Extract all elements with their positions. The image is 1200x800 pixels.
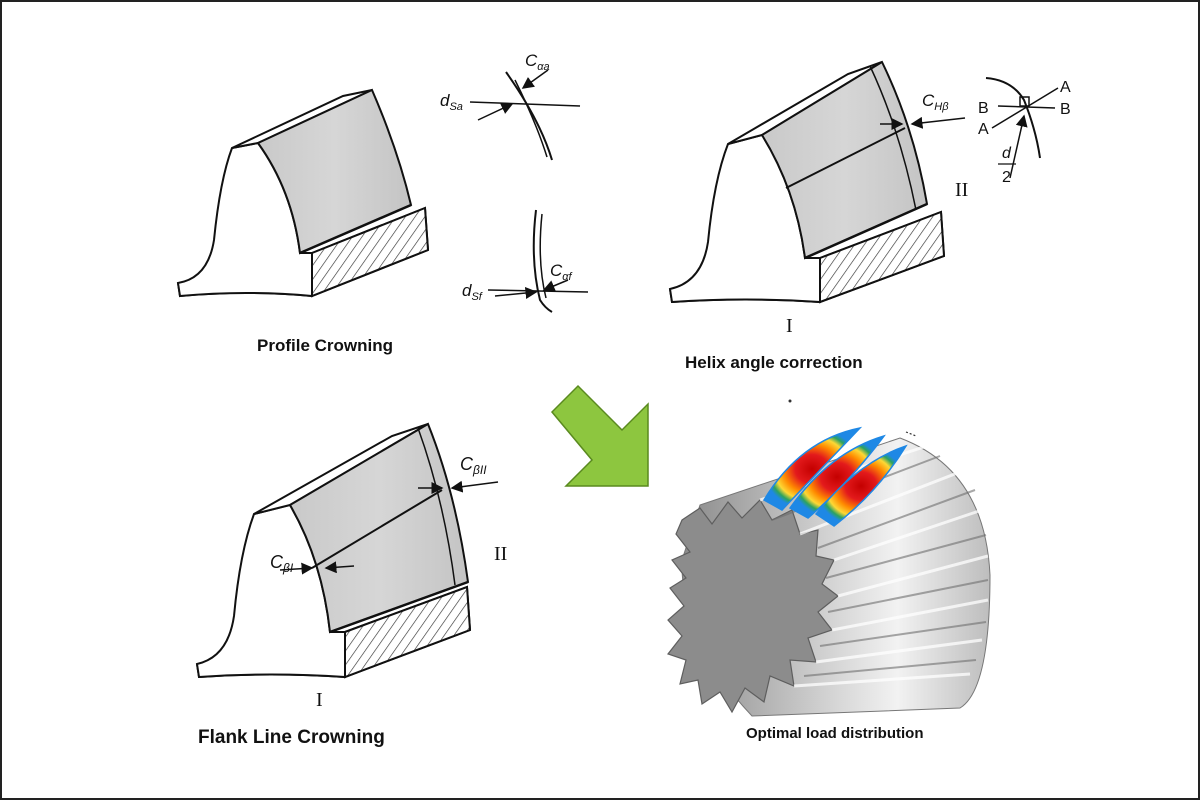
profile-crowning-caption: Profile Crowning [257,336,393,355]
load-patch-1 [762,426,863,511]
helix-side-two-label: II [955,179,968,201]
helix-correction-label: CHβ [922,91,949,113]
tooth-flank [256,88,413,255]
tooth-flank [760,60,929,260]
section-b-right: B [1060,101,1071,118]
fraction-denominator: 2 [1002,169,1011,186]
tip-relief-label: Cαa [525,51,550,73]
section-a-bottom: A [978,121,989,138]
load-patch-3 [814,444,908,527]
helix-angle-correction-caption: Helix angle correction [685,353,863,372]
tip-dimension-label: dSa [440,91,463,113]
profile-crowning-tooth [176,88,430,298]
root-dimension-label: dSf [462,281,483,303]
optimal-load-distribution-caption: Optimal load distribution [746,725,924,742]
green-direction-arrow [550,384,649,487]
section-a-top: A [1060,79,1071,96]
helical-gear-render [667,399,991,717]
fraction-numerator: d [1002,145,1012,162]
helix-side-one-label: I [786,315,793,337]
profile-tip-detail [469,69,581,161]
helix-correction-tooth [668,60,966,304]
flank-line-crowning-tooth [195,422,499,679]
profile-root-detail [487,209,589,313]
helix-section-detail [985,77,1059,179]
root-relief-label: Cαf [550,261,573,283]
flank-crowning-side-two-label: CβII [460,454,487,477]
flank-side-two-label: II [494,543,507,565]
section-b-left: B [978,100,989,117]
flank-crowning-side-one-label: CβI [270,552,294,575]
flank-side-one-label: I [316,689,323,711]
flank-line-crowning-caption: Flank Line Crowning [198,727,385,748]
